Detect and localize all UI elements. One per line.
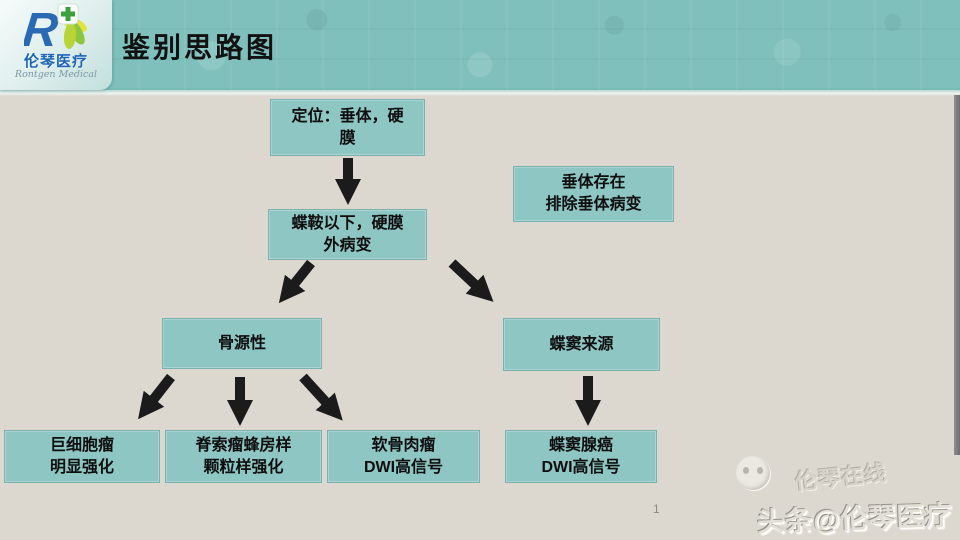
arrow-bone-to-chondrosarcoma (299, 373, 343, 421)
watermark-ghost: 伦琴在线 (794, 460, 889, 495)
arrow-sella-to-sphenoid (448, 259, 494, 302)
node-giant-cell: 巨细胞瘤 明显强化 (4, 430, 160, 483)
watermark-panda-icon (736, 456, 770, 490)
node-locate: 定位：垂体，硬 膜 (270, 99, 425, 156)
header-separator (0, 90, 960, 96)
page-number: 1 (653, 502, 660, 516)
svg-text:R: R (24, 3, 61, 52)
right-edge-strip (954, 95, 960, 455)
node-sphenoid-adenocarcinoma: 蝶窦腺癌 DWI高信号 (505, 430, 657, 483)
node-bone-origin: 骨源性 (162, 318, 322, 369)
logo-brand-chinese: 伦琴医疗 (23, 53, 88, 70)
node-chordoma: 脊索瘤蜂房样 颗粒样强化 (165, 430, 322, 483)
slide-header-band (0, 0, 960, 90)
watermark-main: 头条@伦琴医疗 (756, 500, 953, 538)
node-sella: 蝶鞍以下，硬膜 外病变 (268, 209, 427, 260)
company-logo: R 伦琴医疗 Rontgen Medical (0, 0, 112, 90)
arrow-bone-to-giant-cell (137, 373, 175, 420)
arrow-sella-to-bone (278, 259, 315, 304)
node-chondrosarcoma: 软骨肉瘤 DWI高信号 (327, 430, 480, 483)
node-sphenoid-origin: 蝶窦来源 (503, 318, 660, 371)
page-title: 鉴别思路图 (122, 32, 278, 63)
node-pituitary-note: 垂体存在 排除垂体病变 (513, 166, 674, 222)
rontgen-logo-icon: R (24, 3, 87, 52)
logo-brand-english: Rontgen Medical (14, 69, 98, 80)
